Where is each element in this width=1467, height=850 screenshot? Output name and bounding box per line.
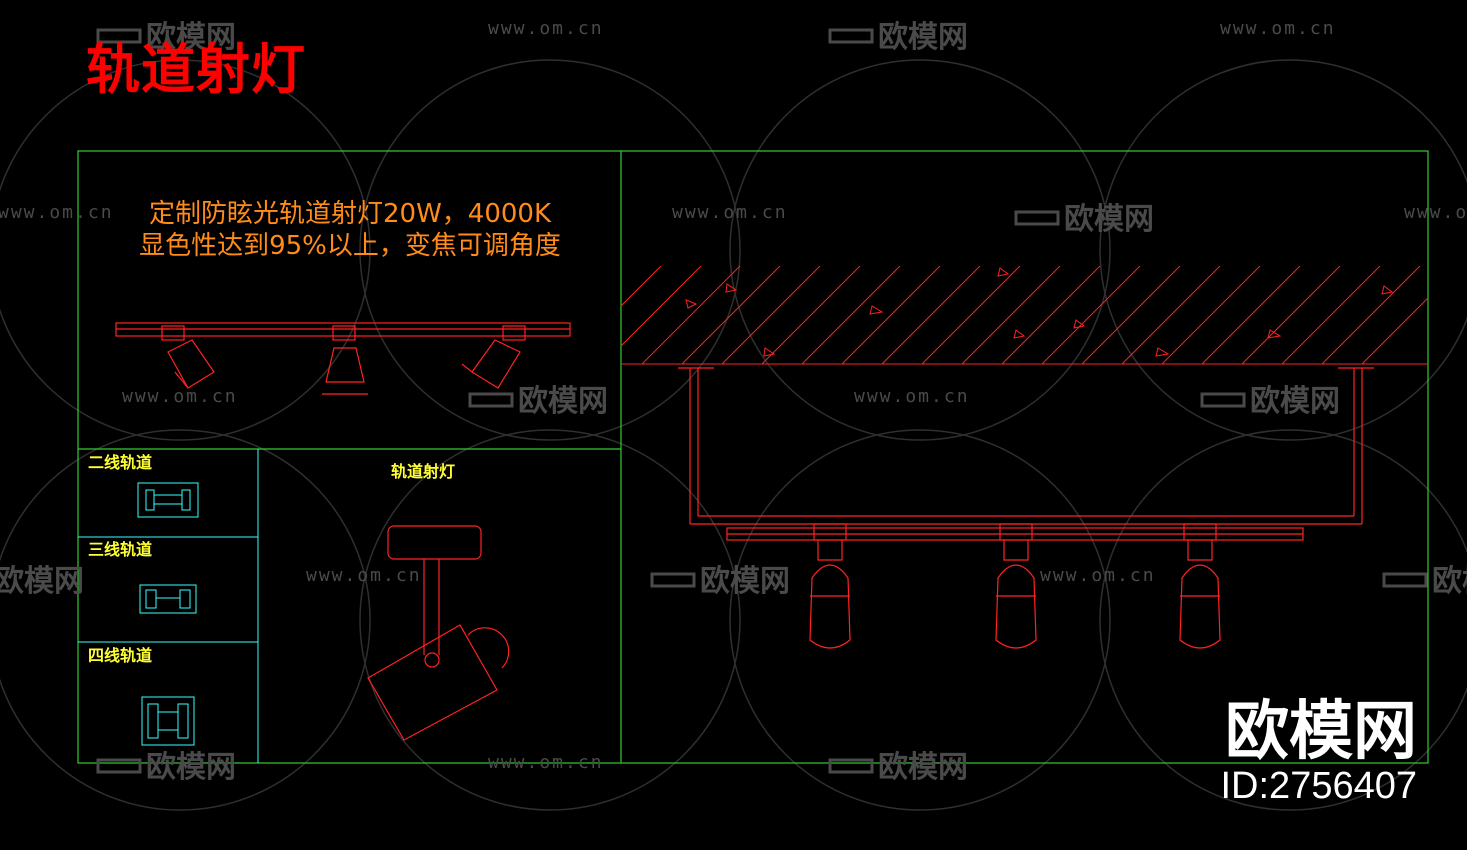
watermark-url: www.om.cn [0,202,114,223]
label-two-wire-track: 二线轨道 [88,453,153,472]
watermark-logo: 欧模网 [878,750,968,785]
spotlight-detail-drawing [367,525,510,741]
label-three-wire-track: 三线轨道 [88,540,153,559]
brand-id: ID:2756407 [1220,765,1418,807]
watermark-logo: 欧模网 [146,750,236,785]
label-track-spotlight: 轨道射灯 [391,462,456,481]
watermark-logo: 欧模网 [518,384,608,419]
watermark-url: www.om.cn [122,386,238,407]
ceiling-slab-hatch [620,265,1429,365]
watermark-logo: 欧模网 [1250,384,1340,419]
page-title: 轨道射灯 [86,38,306,101]
description-line-2: 显色性达到95%以上，变焦可调角度 [139,231,561,261]
track-elevation-drawing [115,322,571,395]
watermark-url: www.om.cn [672,202,788,223]
watermark-logo: 欧模网 [1064,202,1154,237]
watermark-logo: 欧模网 [700,564,790,599]
watermark-logo: 欧模网 [146,20,236,55]
four-wire-track-profile [141,696,195,746]
watermark-logo: 欧模网 [0,564,84,599]
watermark-url: www.om.cn [1040,565,1156,586]
suspended-track-section [678,367,1374,649]
watermark-url: www.om.cn [306,565,422,586]
brand-logo-text: 欧模网 [1225,695,1417,769]
watermark-url: www.om.cn [488,752,604,773]
description-line-1: 定制防眩光轨道射灯20W，4000K [148,199,551,229]
profile-frame-lines [78,449,259,763]
watermark-url: www.om.cn [1220,18,1336,39]
label-four-wire-track: 四线轨道 [88,646,153,665]
watermark-circles [0,59,1467,811]
frame-lines [77,150,1429,764]
watermark-url: www.om.cn [854,386,970,407]
watermark-url: www.om.cn [1404,202,1467,223]
two-wire-track-profile [137,482,199,518]
watermark-url: www.om.cn [488,18,604,39]
three-wire-track-profile [139,584,197,614]
watermark-logo-icons [96,28,1428,774]
watermark-logo: 欧模网 [878,20,968,55]
watermark-logo: 欧模网 [1432,564,1467,599]
